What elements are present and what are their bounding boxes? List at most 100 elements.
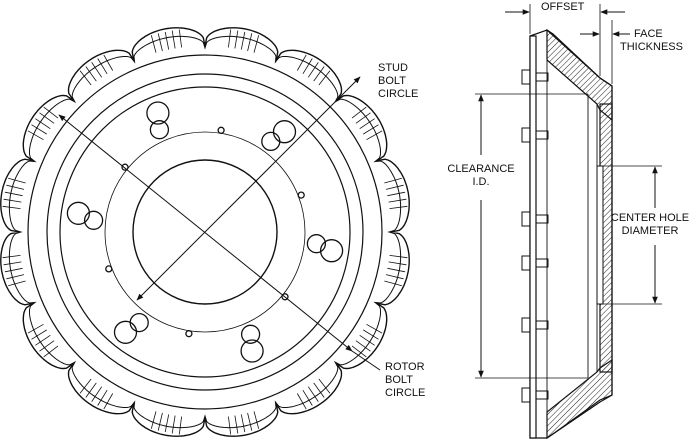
hat-face-flange [529, 35, 537, 439]
rim-serration-tick [253, 411, 260, 429]
rim-serration-tick [164, 414, 170, 433]
rim-serration-tick [307, 386, 319, 402]
rim-serration-tick [85, 382, 97, 398]
rim-serration-tick [359, 118, 375, 130]
rim-serration-tick [389, 205, 408, 209]
label-line: OFFSET [541, 1, 585, 13]
center-hole-diameter-label: CENTER HOLE DIAMETER [610, 212, 690, 238]
rim-serration-tick [27, 130, 44, 141]
rim-serration-tick [362, 329, 379, 340]
bolt-notch [521, 127, 549, 143]
rim-serration-tick [97, 389, 108, 406]
rim-serration-tick [39, 112, 55, 124]
rim-serration-tick [234, 30, 239, 49]
rim-serration-tick [385, 184, 404, 190]
rim-serration-tick [178, 416, 182, 435]
rim-serration-tick [296, 393, 307, 410]
rim-serration-tick [178, 29, 182, 48]
bolt-notch [521, 317, 549, 333]
rim-serration-tick [240, 31, 246, 50]
rotor-bolt-circle-label: ROTOR BOLT CIRCLE [385, 361, 425, 400]
bolt-notch [521, 211, 549, 227]
label-line: STUD [378, 62, 408, 74]
rim-serration-tick [91, 386, 103, 402]
bolt-notch [521, 255, 549, 271]
rim-serration-tick [318, 378, 331, 394]
label-line: CIRCLE [378, 88, 419, 100]
rim-serration-tick [253, 35, 260, 53]
rim-serration-tick [103, 393, 114, 410]
rotor-bolt-circle-leader [351, 350, 381, 371]
rim-serration-tick [2, 205, 21, 209]
rim-serration-tick [228, 416, 232, 435]
rim-serration-tick [3, 261, 22, 266]
rim-serration-tick [27, 323, 44, 334]
rim-serration-tick [97, 58, 108, 75]
rim-serration-tick [4, 191, 23, 197]
rotor-face-outer-ring [27, 54, 383, 410]
rim-serration-tick [6, 274, 25, 280]
rim-serration-tick [157, 33, 163, 52]
rim-serration-tick [387, 267, 406, 273]
label-line: ROTOR [385, 361, 425, 373]
rim-serration-tick [150, 35, 157, 53]
stud-bolt-circle-label: STUD BOLT CIRCLE [378, 62, 418, 101]
center-hole-opening [596, 165, 604, 305]
rim-serration-tick [366, 323, 383, 334]
rim-serration-tick [240, 414, 246, 433]
rim-serration-tick [150, 411, 157, 429]
rim-serration-tick [385, 274, 404, 280]
face-thickness-label: FACE THICKNESS [620, 28, 683, 54]
label-line: BOLT [378, 75, 406, 87]
rim-serration-tick [247, 33, 253, 52]
rim-serration-tick [2, 255, 21, 259]
rim-serration-tick [296, 54, 307, 71]
rotor-face-ring [46, 73, 364, 391]
rim-serration-tick [362, 124, 379, 135]
rim-serration-tick [4, 267, 23, 273]
bolt-notches [521, 69, 549, 403]
rim-serration-tick [228, 29, 232, 48]
rim-serration-tick [351, 345, 367, 358]
offset-label: OFFSET [541, 1, 584, 14]
rim-serration-tick [91, 62, 103, 78]
rim-serration-tick [79, 70, 92, 86]
rim-serration-tick [3, 198, 22, 203]
rim-serration-tick [157, 412, 163, 431]
rim-serration-tick [388, 198, 407, 203]
rim-serration-tick [164, 31, 170, 50]
rim-serration-tick [39, 340, 55, 352]
rim-serrations [2, 29, 408, 435]
rim-serration-tick [302, 389, 313, 406]
rim-serration-tick [8, 177, 26, 184]
side-section-view [475, 4, 662, 440]
rim-serration-tick [388, 261, 407, 266]
rim-serration-tick [387, 191, 406, 197]
rim-serration-tick [171, 415, 176, 434]
rim-serration-tick [389, 255, 408, 259]
rim-serration-tick [247, 412, 253, 431]
bolt-notch [521, 387, 549, 403]
rim-serration-tick [384, 280, 402, 287]
rim-serration-tick [35, 118, 51, 130]
rim-serration-tick [234, 415, 239, 434]
label-line: CENTER HOLE [610, 212, 690, 224]
bolt-notch [521, 69, 549, 85]
rim-serration-tick [359, 334, 375, 346]
rim-serration-tick [35, 334, 51, 346]
rim-serration-tick [384, 177, 402, 184]
label-line: I.D. [472, 176, 490, 188]
rim-serration-tick [103, 54, 114, 71]
rim-serration-tick [31, 124, 48, 135]
label-line: THICKNESS [620, 41, 683, 53]
inner-scalloped-rim [8, 35, 402, 429]
rim-serration-tick [43, 345, 59, 358]
label-line: FACE [634, 28, 663, 40]
label-line: CLEARANCE [447, 163, 515, 175]
label-line: DIAMETER [621, 225, 679, 237]
clearance-id-label: CLEARANCE I.D. [445, 163, 517, 189]
rim-serration-tick [6, 184, 25, 190]
rim-serration-tick [43, 106, 59, 119]
